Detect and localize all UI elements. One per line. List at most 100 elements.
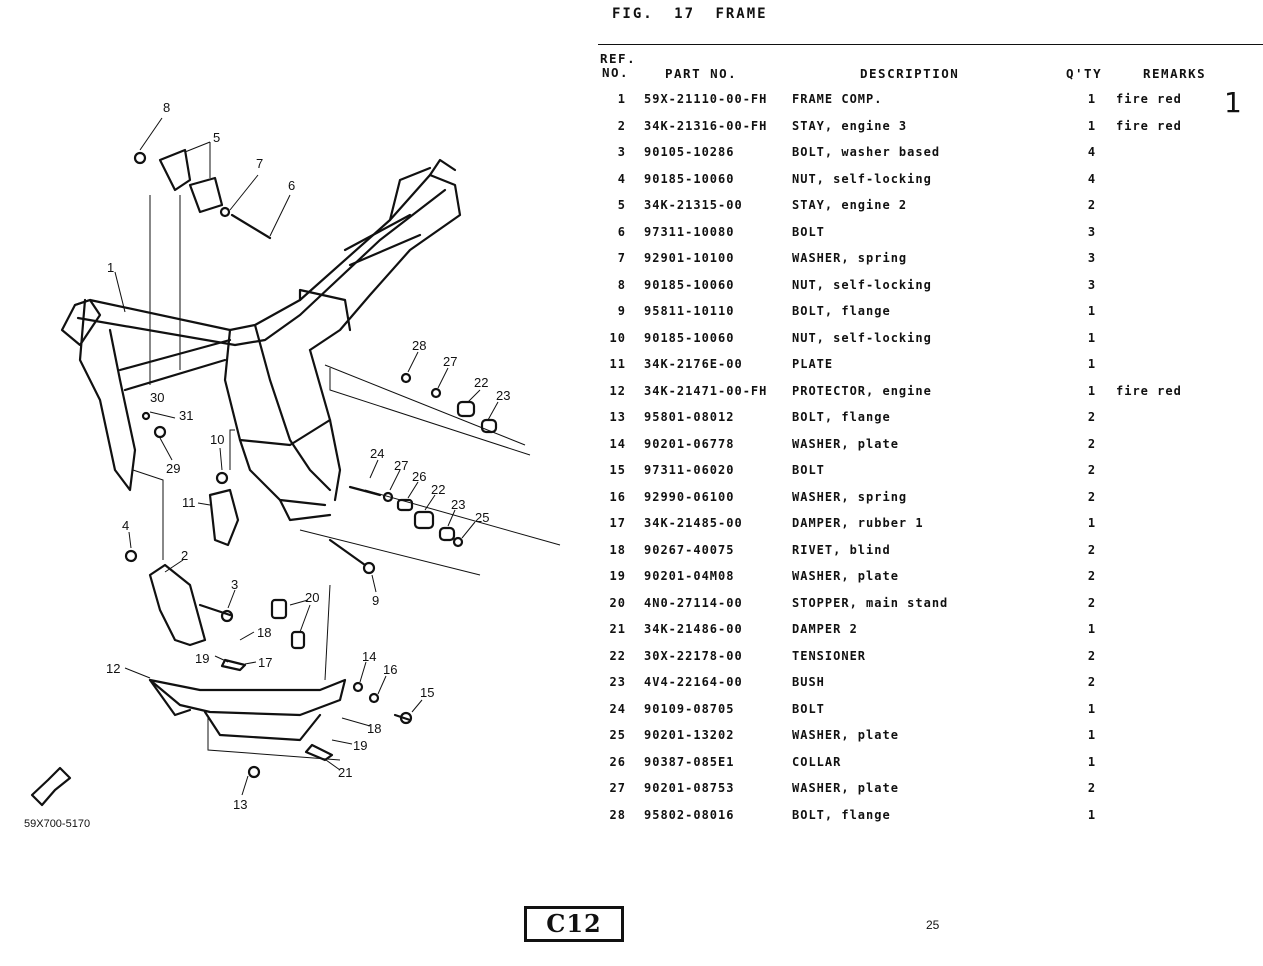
qty-cell: 1 — [1087, 754, 1097, 769]
frame-comp-drawing — [60, 158, 462, 522]
qty-cell: 4 — [1087, 171, 1097, 186]
col-header-part: PART NO. — [665, 66, 738, 81]
header-rule — [598, 44, 1263, 45]
col-header-remarks: REMARKS — [1143, 66, 1207, 81]
part-no-cell: 30X-22178-00 — [644, 648, 743, 663]
ref-no-cell: 24 — [609, 701, 626, 716]
callout-24: 24 — [370, 446, 384, 461]
callout-4: 4 — [122, 518, 129, 533]
part-no-cell: 4V4-22164-00 — [644, 675, 743, 689]
part-no-cell: 90185-10060 — [644, 277, 735, 292]
callout-22b: 22 — [431, 482, 445, 497]
ref-no-cell: 26 — [609, 754, 626, 769]
engine-stay-3-drawing — [148, 563, 207, 647]
qty-cell: 1 — [1087, 622, 1097, 636]
ref-no-cell: 5 — [617, 198, 626, 212]
description-cell: TENSIONER — [792, 648, 867, 663]
callout-12: 12 — [106, 661, 120, 676]
ref-no-cell: 17 — [609, 516, 626, 530]
callout-labels: 8 5 7 6 1 28 27 22 23 30 31 29 10 24 27 … — [106, 100, 510, 812]
part-no-cell: 90267-40075 — [644, 542, 735, 557]
part-no-cell: 34K-21471-00-FH — [644, 383, 768, 398]
callout-5: 5 — [213, 130, 220, 145]
part-no-cell: 90105-10286 — [644, 145, 735, 159]
part-no-cell: 90387-085E1 — [644, 754, 735, 769]
callout-19b: 19 — [353, 738, 367, 753]
part-no-cell: 59X-21110-00-FH — [644, 92, 768, 106]
description-cell: WASHER, plate — [792, 436, 899, 451]
part-no-cell: 92901-10100 — [644, 251, 735, 265]
part-no-cell: 34K-2176E-00 — [644, 357, 743, 371]
callout-27: 27 — [443, 354, 457, 369]
callout-19: 19 — [195, 651, 209, 666]
remarks-cell: fire red — [1116, 92, 1182, 106]
part-no-cell: 90201-06778 — [644, 436, 735, 451]
callout-27b: 27 — [394, 458, 408, 473]
description-cell: NUT, self-locking — [792, 171, 932, 186]
description-cell: NUT, self-locking — [792, 330, 932, 345]
ref-no-cell: 8 — [617, 277, 626, 292]
frame-exploded-diagram: 8 5 7 6 1 28 27 22 23 30 31 29 10 24 27 … — [30, 100, 561, 812]
description-cell: BOLT — [792, 463, 825, 477]
qty-cell: 1 — [1087, 728, 1097, 742]
description-cell: DAMPER 2 — [792, 622, 858, 636]
figure-number: FIG. 17 — [612, 6, 696, 22]
qty-cell: 3 — [1087, 277, 1097, 292]
callout-10: 10 — [210, 432, 224, 447]
description-cell: STOPPER, main stand — [792, 595, 949, 610]
ref-no-cell: 19 — [609, 569, 626, 583]
qty-cell: 1 — [1087, 807, 1097, 822]
col-header-ref: REF. NO. — [600, 52, 636, 80]
ref-no-cell: 11 — [609, 357, 626, 371]
ref-no-cell: 27 — [609, 781, 626, 795]
qty-cell: 2 — [1087, 569, 1097, 583]
description-cell: WASHER, plate — [792, 569, 899, 583]
qty-cell: 2 — [1087, 463, 1097, 477]
diagram-code: 59X700-5170 — [24, 818, 91, 830]
ref-no-cell: 4 — [617, 171, 626, 186]
ref-no-cell: 6 — [617, 224, 626, 239]
remarks-cell: fire red — [1116, 383, 1182, 398]
part-no-cell: 34K-21316-00-FH — [644, 118, 768, 133]
qty-cell: 2 — [1087, 542, 1097, 557]
col-header-qty: Q'TY — [1066, 66, 1103, 81]
callout-22: 22 — [474, 375, 488, 390]
ref-no-cell: 15 — [609, 463, 626, 477]
description-cell: BOLT, flange — [792, 807, 891, 822]
callout-3: 3 — [231, 577, 238, 592]
callout-30: 30 — [150, 390, 164, 405]
page-number: 25 — [926, 918, 940, 932]
ref-no-cell: 18 — [609, 542, 626, 557]
ref-no-cell: 1 — [617, 92, 626, 106]
description-cell: PROTECTOR, engine — [792, 383, 932, 398]
qty-cell: 1 — [1087, 357, 1097, 371]
description-cell: BOLT — [792, 224, 825, 239]
callout-9: 9 — [372, 593, 379, 608]
ref-no-cell: 22 — [609, 648, 626, 663]
part-no-cell: 90201-08753 — [644, 781, 735, 795]
callout-2: 2 — [181, 548, 188, 563]
callout-23: 23 — [496, 388, 510, 403]
ref-no-cell: 12 — [609, 383, 626, 398]
description-cell: STAY, engine 3 — [792, 118, 908, 133]
qty-cell: 2 — [1087, 489, 1097, 504]
qty-cell: 1 — [1087, 304, 1097, 318]
qty-cell: 2 — [1087, 410, 1097, 424]
